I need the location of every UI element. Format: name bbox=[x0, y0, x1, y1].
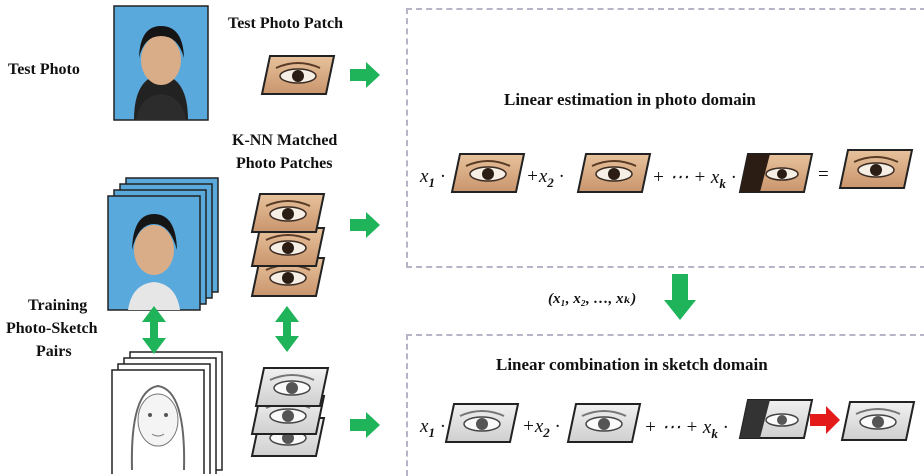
knn-photo-patches bbox=[251, 193, 325, 297]
weights-label: (x₁, x₂, …, xₖ) bbox=[548, 291, 637, 307]
photo-domain-box bbox=[406, 8, 924, 268]
sketch-eq-xk: + ⋯ + xk · bbox=[644, 417, 729, 441]
patch-double-arrow bbox=[275, 306, 299, 352]
photo-eq-equals: = bbox=[818, 164, 829, 185]
photo-domain-patches bbox=[451, 149, 913, 193]
sketch-domain-patches bbox=[445, 399, 915, 443]
training-label-line1: Training bbox=[28, 297, 88, 314]
sketch-domain-title: Linear combination in sketch domain bbox=[496, 355, 768, 374]
photo-eq-x1: x1 · bbox=[420, 166, 447, 190]
training-label-line2: Photo-Sketch bbox=[6, 320, 98, 337]
photo-eq-xk: + ⋯ + xk · bbox=[652, 167, 737, 191]
arrow-test-patch bbox=[350, 62, 380, 88]
training-label-line3: Pairs bbox=[36, 343, 72, 360]
knn-sketch-patches bbox=[251, 367, 329, 457]
test-photo-patch-label: Test Photo Patch bbox=[228, 15, 343, 32]
knn-label-line1: K-NN Matched bbox=[232, 132, 338, 149]
training-photo-stack bbox=[107, 177, 219, 311]
knn-label-line2: Photo Patches bbox=[236, 155, 333, 172]
arrow-knn-sketch bbox=[350, 412, 380, 438]
photo-domain-title: Linear estimation in photo domain bbox=[504, 90, 756, 109]
sketch-eq-x2: +x2 · bbox=[522, 416, 561, 440]
photo-eq-x2: +x2 · bbox=[526, 166, 565, 190]
photo-sketch-double-arrow-left bbox=[142, 306, 166, 354]
training-sketch-stack bbox=[111, 351, 223, 474]
down-arrow bbox=[664, 274, 696, 320]
sketch-eq-x1: x1 · bbox=[420, 416, 447, 440]
red-arrow bbox=[810, 406, 840, 434]
test-photo-patch bbox=[261, 55, 335, 95]
sketch-domain-box bbox=[406, 334, 924, 476]
arrow-knn-photo bbox=[350, 212, 380, 238]
test-photo-label: Test Photo bbox=[8, 61, 80, 78]
test-photo bbox=[113, 5, 209, 121]
